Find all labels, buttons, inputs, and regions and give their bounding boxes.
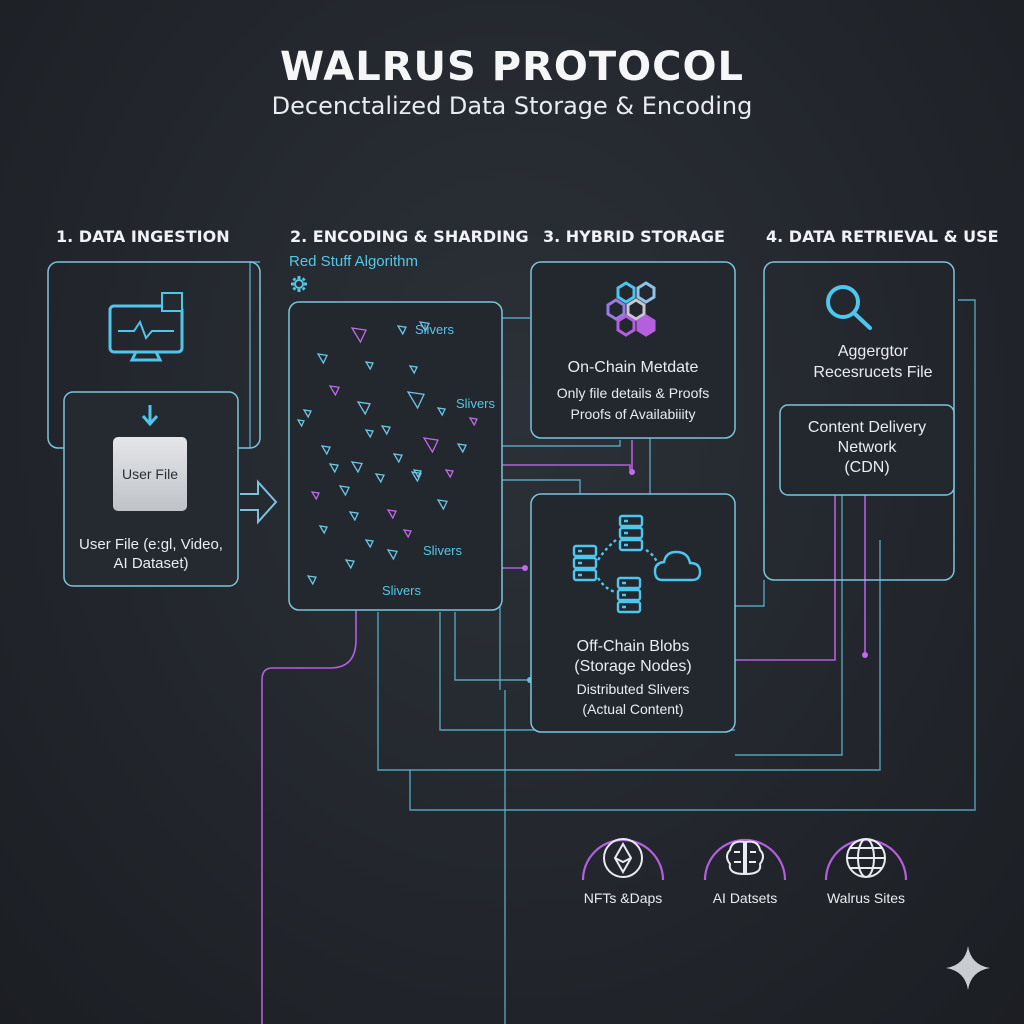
sliver-shard bbox=[418, 321, 430, 333]
onchain-line1: Only file details & Proofs bbox=[556, 385, 710, 401]
sliver-shard bbox=[328, 385, 340, 397]
sliver-shard bbox=[364, 539, 374, 549]
monitor-icon bbox=[108, 292, 184, 362]
use-case-nfts-label: NFTs &Daps bbox=[583, 890, 663, 906]
sliver-shard bbox=[412, 469, 422, 479]
sliver-shard bbox=[386, 509, 397, 520]
step-1-heading: 1. DATA INGESTION bbox=[56, 227, 230, 246]
gear-icon bbox=[291, 276, 307, 292]
server-stack-icon bbox=[572, 514, 660, 614]
offchain-subtitle: (Storage Nodes) bbox=[574, 658, 692, 675]
page-title: WALRUS PROTOCOL bbox=[279, 44, 745, 90]
sliver-label: Slivers bbox=[415, 322, 455, 337]
sliver-shard bbox=[402, 529, 412, 539]
sliver-shard bbox=[364, 361, 374, 371]
sliver-shard bbox=[406, 391, 425, 410]
sliver-shard bbox=[318, 525, 328, 535]
sliver-shards bbox=[296, 321, 478, 586]
sliver-shard bbox=[422, 437, 439, 454]
sliver-shard bbox=[344, 559, 355, 570]
cdn-line3: (CDN) bbox=[844, 459, 890, 476]
cloud-icon bbox=[653, 550, 702, 582]
sliver-shard bbox=[356, 401, 371, 416]
arrow-right-icon bbox=[240, 479, 278, 525]
sliver-label: Slivers bbox=[456, 396, 496, 411]
sliver-shard bbox=[410, 471, 422, 483]
sliver-label: Slivers bbox=[423, 543, 463, 558]
sliver-shard bbox=[328, 463, 339, 474]
sliver-shard bbox=[364, 429, 374, 439]
offchain-line1: Distributed Slivers bbox=[576, 681, 690, 697]
sliver-shard bbox=[302, 409, 312, 419]
sliver-shard bbox=[408, 365, 418, 375]
algorithm-label: Red Stuff Algorithm bbox=[289, 253, 418, 270]
ethereum-icon bbox=[603, 838, 643, 878]
aggregator-line1: Aggergtor bbox=[837, 343, 909, 360]
user-file-caption-line2: AI Dataset) bbox=[113, 555, 189, 572]
cdn-line2: Network bbox=[837, 439, 897, 456]
sliver-shard bbox=[374, 473, 385, 484]
step-4-heading: 4. DATA RETRIEVAL & USE bbox=[766, 227, 999, 246]
sliver-shard bbox=[386, 549, 398, 561]
sliver-shard bbox=[392, 453, 403, 464]
sliver-shard bbox=[468, 417, 478, 427]
globe-icon bbox=[846, 838, 886, 878]
hexagon-cluster-icon bbox=[606, 281, 656, 337]
user-file-caption-line1: User File (e:gl, Video, bbox=[79, 536, 223, 553]
sliver-label: Slivers bbox=[382, 583, 422, 598]
offchain-line2: (Actual Content) bbox=[582, 701, 684, 717]
offchain-title: Off-Chain Blobs bbox=[576, 638, 690, 655]
sliver-shard bbox=[380, 425, 391, 436]
sliver-shard bbox=[316, 353, 328, 365]
sparkle-logo-icon bbox=[946, 946, 990, 990]
sliver-shard bbox=[350, 461, 363, 474]
page-subtitle: Decenctalized Data Storage & Encoding bbox=[271, 92, 753, 120]
onchain-title: On-Chain Metdate bbox=[567, 359, 699, 376]
sliver-shard bbox=[320, 445, 331, 456]
sliver-shard bbox=[444, 469, 454, 479]
arrow-down-icon bbox=[141, 405, 159, 427]
sliver-shard bbox=[456, 443, 467, 454]
onchain-line2: Proofs of Availabiiity bbox=[570, 406, 696, 422]
aggregator-line2: Recesrucets File bbox=[813, 364, 933, 381]
sliver-shard bbox=[396, 325, 407, 336]
sliver-shard bbox=[436, 407, 446, 417]
sliver-shard bbox=[296, 419, 305, 428]
cdn-box bbox=[779, 404, 955, 496]
step-3-heading: 3. HYBRID STORAGE bbox=[543, 227, 725, 246]
sliver-shard bbox=[338, 485, 350, 497]
cdn-line1: Content Delivery bbox=[807, 419, 927, 436]
user-file-card: User File bbox=[113, 437, 187, 511]
sliver-shard bbox=[350, 327, 367, 344]
use-case-ai-label: AI Datsets bbox=[712, 890, 778, 906]
sliver-shard bbox=[348, 511, 359, 522]
onchain-box bbox=[530, 261, 736, 439]
use-case-sites-label: Walrus Sites bbox=[826, 890, 906, 906]
brain-icon bbox=[726, 840, 764, 876]
search-icon bbox=[826, 285, 872, 330]
sliver-shard bbox=[436, 499, 448, 511]
step-2-heading: 2. ENCODING & SHARDING bbox=[290, 227, 529, 246]
sliver-shard bbox=[306, 575, 317, 586]
sliver-shard bbox=[310, 491, 320, 501]
